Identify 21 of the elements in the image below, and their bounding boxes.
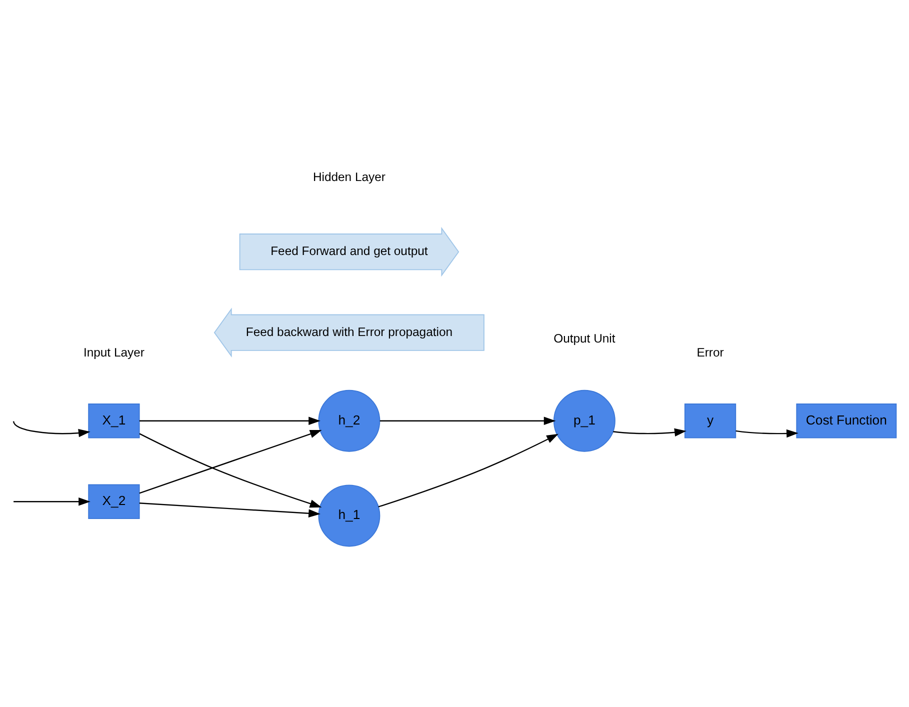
node-circle: h_1	[318, 484, 380, 547]
arrow	[378, 434, 558, 508]
node-circle: h_2	[318, 390, 380, 452]
arrow	[14, 497, 90, 506]
arrow	[736, 429, 798, 438]
arrow	[380, 416, 556, 426]
node-box: Cost Function	[796, 404, 897, 438]
arrow	[139, 502, 320, 518]
arrow	[139, 433, 322, 508]
label: Hidden Layer	[312, 170, 386, 184]
node-box: X_1	[88, 404, 140, 438]
arrow	[613, 428, 686, 437]
arrow	[139, 416, 320, 426]
label: Error	[696, 345, 724, 360]
node-circle: p_1	[553, 390, 616, 452]
node-box: y	[684, 404, 736, 438]
arrow	[139, 430, 322, 494]
label: Input Layer	[83, 345, 144, 360]
node-box: X_2	[88, 484, 140, 519]
arrow	[12, 421, 90, 438]
label: Output Unit	[554, 331, 616, 346]
